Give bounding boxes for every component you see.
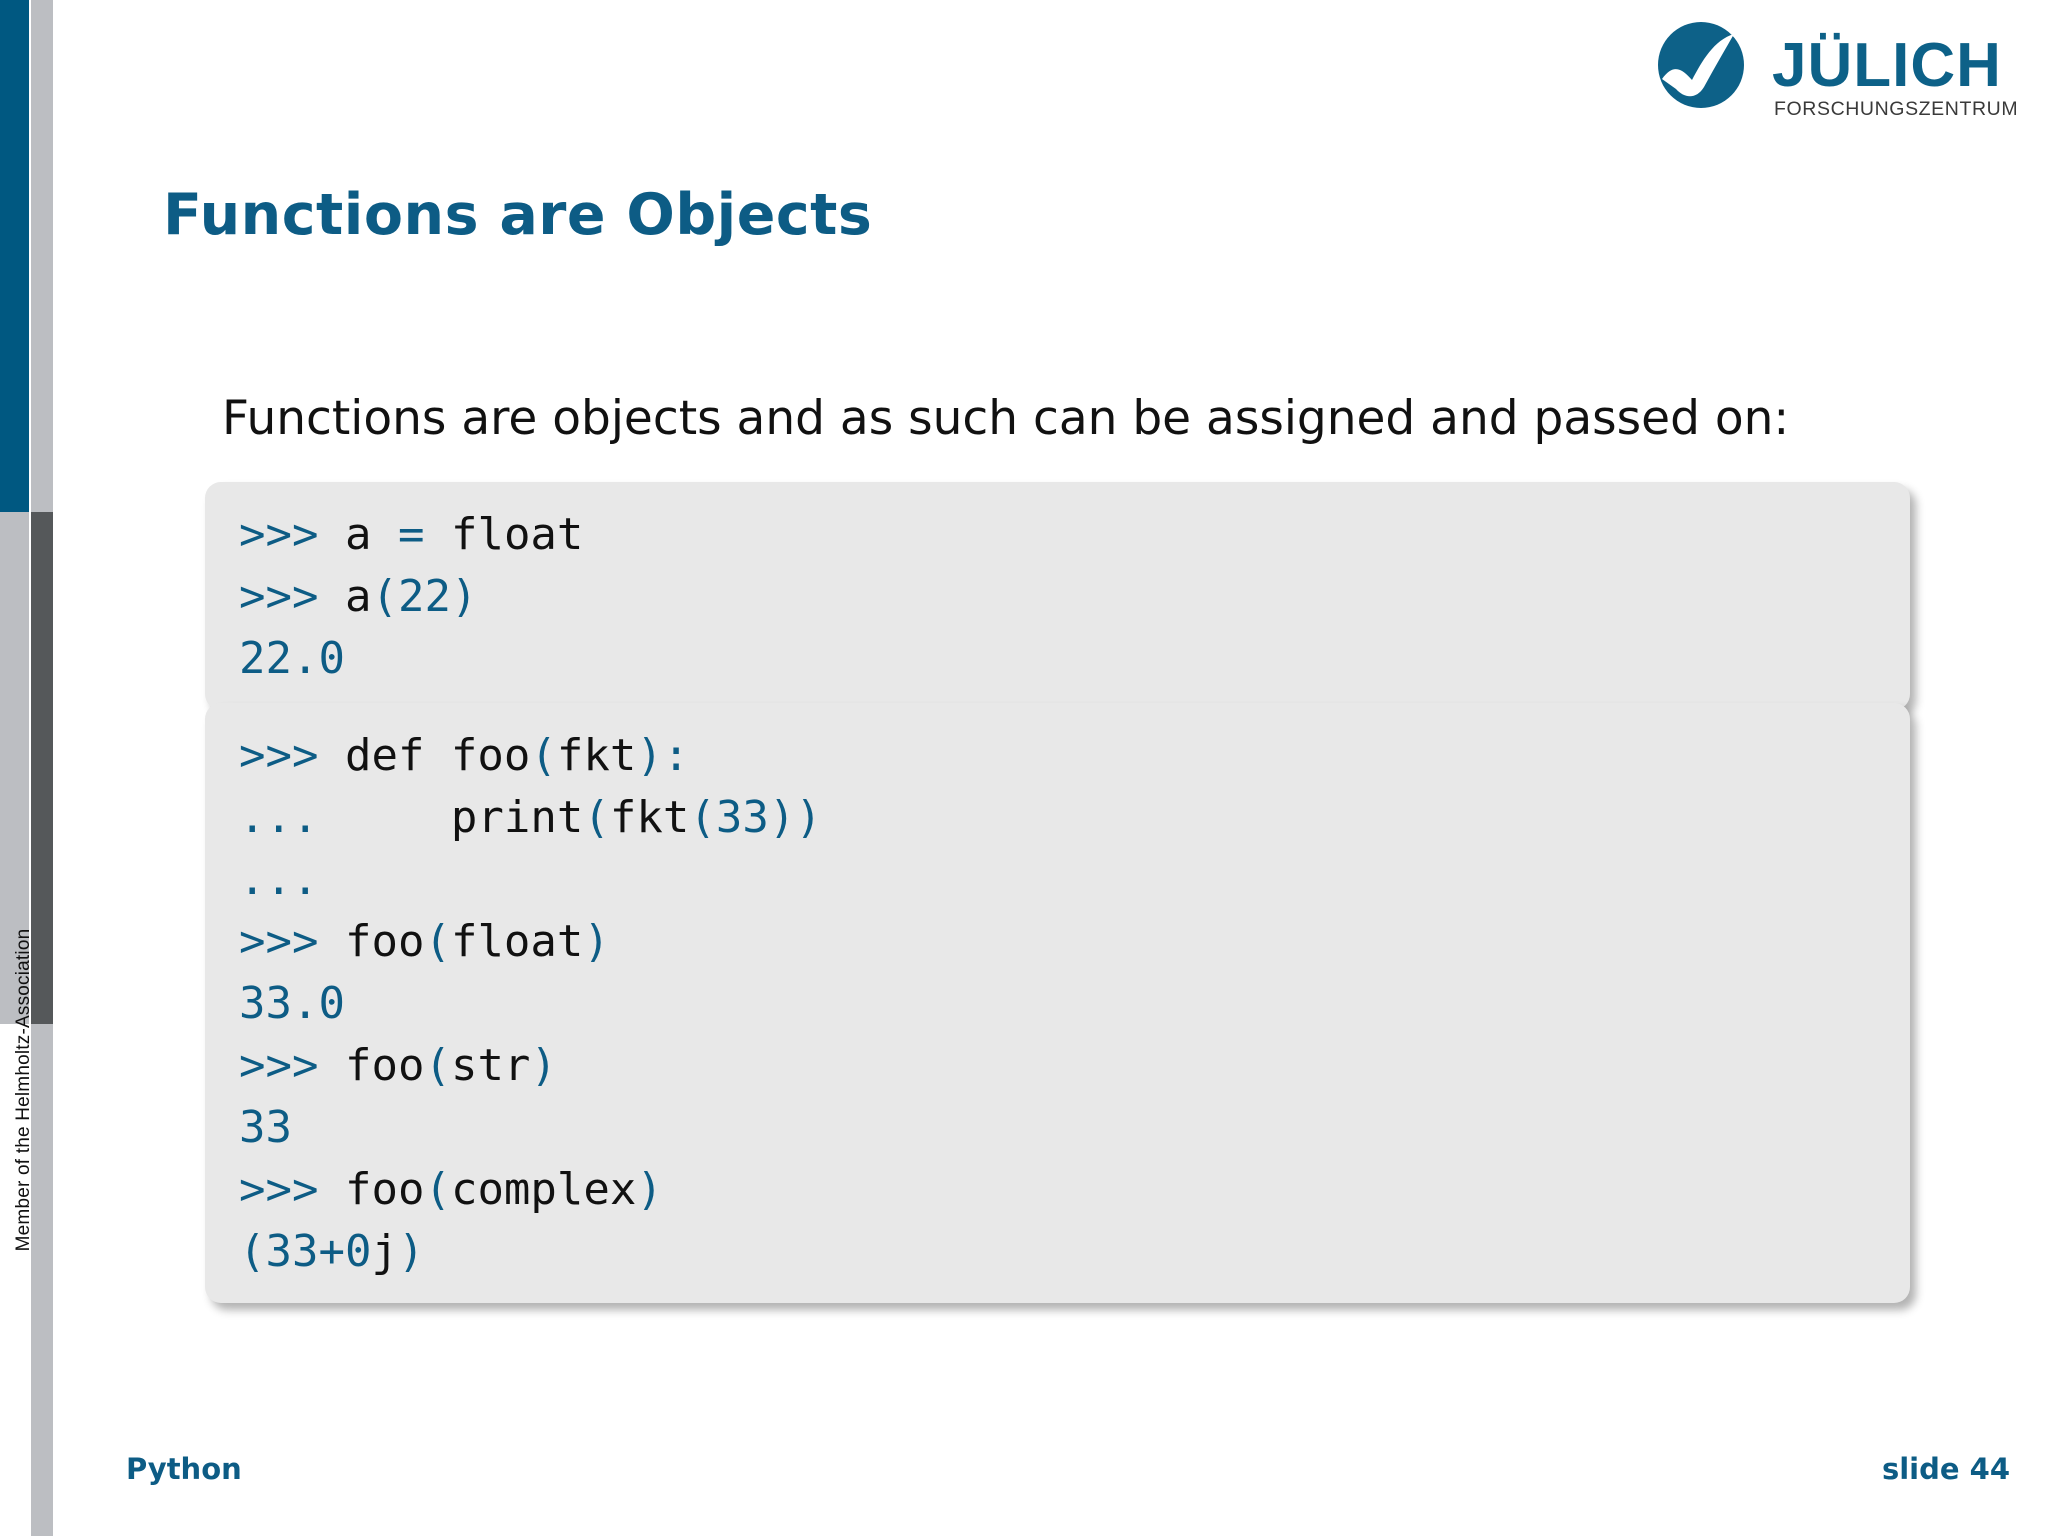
code-line: >>> foo(str) bbox=[239, 1035, 1876, 1097]
code-token: >>> bbox=[239, 1040, 319, 1091]
code-token: a bbox=[318, 509, 398, 560]
sidebar-band-darkgray bbox=[31, 512, 53, 1024]
code-line: ... bbox=[239, 849, 1876, 911]
code-line: >>> foo(complex) bbox=[239, 1159, 1876, 1221]
code-token: >>> bbox=[239, 571, 319, 622]
julich-logo: JÜLICH FORSCHUNGSZENTRUM bbox=[1656, 18, 2016, 133]
code-token: float bbox=[424, 509, 584, 560]
code-line: 33 bbox=[239, 1097, 1876, 1159]
code-token: (33)) bbox=[689, 792, 822, 843]
code-token: (33+0 bbox=[239, 1226, 372, 1277]
code-token: >>> bbox=[239, 1164, 319, 1215]
decorative-sidebar bbox=[0, 0, 90, 1536]
code-block-function-passing: >>> def foo(fkt):... print(fkt(33))...>>… bbox=[205, 703, 1910, 1303]
code-token: ) bbox=[583, 916, 610, 967]
code-token: str bbox=[450, 1040, 531, 1091]
code-token: ( bbox=[530, 730, 557, 781]
code-token: print bbox=[318, 792, 584, 843]
code-token: ( bbox=[424, 1164, 451, 1215]
code-token: ) bbox=[397, 1226, 425, 1277]
code-token: 22.0 bbox=[239, 633, 345, 684]
sidebar-band-gray-left bbox=[0, 512, 29, 1024]
code-line: (33+0j) bbox=[239, 1221, 1876, 1283]
code-token: foo bbox=[318, 916, 425, 967]
code-token: ) bbox=[530, 1040, 557, 1091]
sidebar-band-white-left bbox=[0, 1024, 29, 1536]
intro-paragraph: Functions are objects and as such can be… bbox=[222, 391, 1790, 446]
svg-text:JÜLICH: JÜLICH bbox=[1772, 31, 2002, 100]
footer-slide-number: slide 44 bbox=[1881, 1452, 2010, 1486]
helmholtz-association-credit: Member of the Helmholtz-Association bbox=[13, 928, 34, 1252]
code-token: j bbox=[371, 1226, 398, 1277]
code-token: a bbox=[318, 571, 372, 622]
code-line: 22.0 bbox=[239, 628, 1876, 690]
code-token: = bbox=[397, 509, 425, 560]
julich-swoosh-icon bbox=[1658, 22, 1744, 108]
code-token: 33 bbox=[239, 1102, 292, 1153]
code-token: 33.0 bbox=[239, 978, 345, 1029]
code-token: ( bbox=[583, 792, 610, 843]
page-title: Functions are Objects bbox=[163, 182, 873, 248]
code-token: complex bbox=[450, 1164, 637, 1215]
code-token: ( bbox=[424, 1040, 451, 1091]
code-token: (22) bbox=[371, 571, 478, 622]
sidebar-band-teal bbox=[0, 0, 29, 512]
code-token: ... bbox=[239, 854, 319, 905]
code-line: >>> a(22) bbox=[239, 566, 1876, 628]
code-token: def foo bbox=[318, 730, 531, 781]
julich-subtitle: FORSCHUNGSZENTRUM bbox=[1774, 98, 2016, 120]
code-token: ) bbox=[636, 1164, 663, 1215]
code-token: >>> bbox=[239, 509, 319, 560]
code-line: 33.0 bbox=[239, 973, 1876, 1035]
sidebar-band-gray-upper bbox=[31, 0, 53, 512]
code-line: ... print(fkt(33)) bbox=[239, 787, 1876, 849]
svg-text:FORSCHUNGSZENTRUM: FORSCHUNGSZENTRUM bbox=[1774, 98, 2016, 120]
code-token: fkt bbox=[556, 730, 637, 781]
code-token: foo bbox=[318, 1164, 425, 1215]
sidebar-band-gray-lower bbox=[31, 1024, 53, 1536]
code-token: ( bbox=[424, 916, 451, 967]
code-line: >>> a = float bbox=[239, 504, 1876, 566]
footer-course-name: Python bbox=[126, 1452, 242, 1486]
code-token: float bbox=[450, 916, 584, 967]
code-line: >>> def foo(fkt): bbox=[239, 725, 1876, 787]
code-token: fkt bbox=[609, 792, 690, 843]
code-line: >>> foo(float) bbox=[239, 911, 1876, 973]
code-token: ): bbox=[636, 730, 690, 781]
code-token: foo bbox=[318, 1040, 425, 1091]
code-token: >>> bbox=[239, 916, 319, 967]
code-token: ... bbox=[239, 792, 319, 843]
code-token: >>> bbox=[239, 730, 319, 781]
code-block-assignment: >>> a = float>>> a(22)22.0 bbox=[205, 482, 1910, 710]
julich-wordmark: JÜLICH bbox=[1772, 31, 2002, 100]
